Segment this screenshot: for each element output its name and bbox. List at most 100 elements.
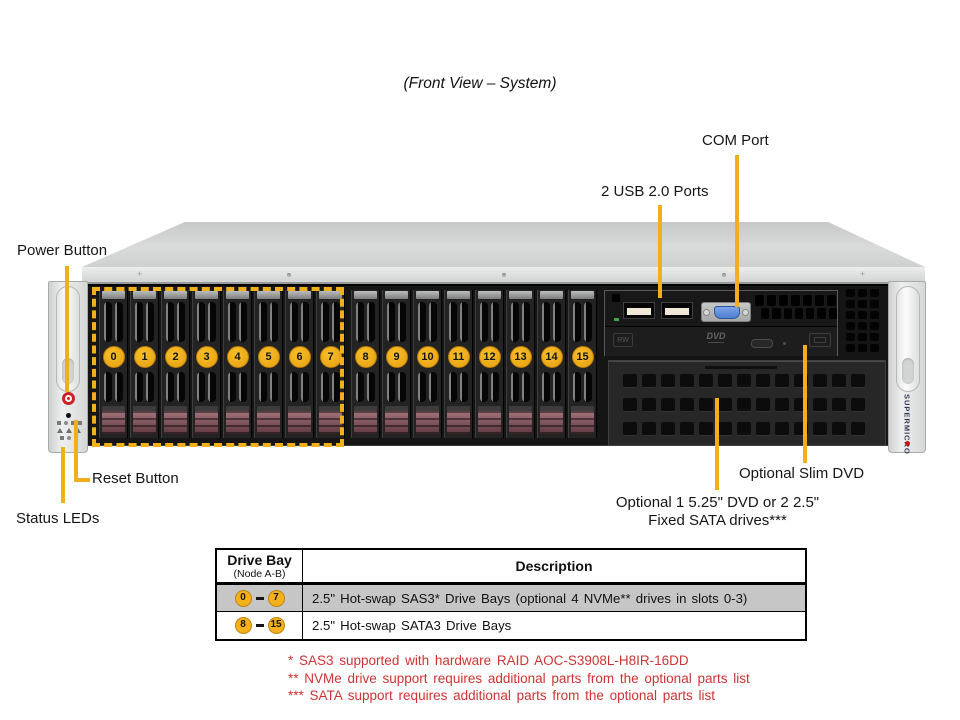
com-port <box>701 302 751 322</box>
brand-label: SUPERMICRO <box>889 394 925 455</box>
tray-clip <box>257 291 280 299</box>
drive-tray-0: 0 <box>99 290 128 438</box>
drive-number-badge: 2 <box>164 346 187 368</box>
tray-latch <box>354 406 377 434</box>
tray-latch <box>288 406 311 434</box>
tray-vents <box>255 300 282 344</box>
bay-badge: 8 <box>234 617 252 634</box>
tray-clip <box>509 291 532 299</box>
bay-range-cell: 8 15 <box>217 612 303 639</box>
header-description-text: Description <box>515 558 593 574</box>
drive-number-badge: 5 <box>257 346 280 368</box>
rw-badge: RW <box>613 333 633 347</box>
drive-tray-6: 6 <box>285 290 314 438</box>
tray-vents <box>383 300 410 344</box>
tray-vents <box>445 300 472 344</box>
drive-number-badge: 12 <box>478 346 501 368</box>
tray-vents <box>224 300 251 344</box>
tray-latch <box>447 406 470 434</box>
range-dash <box>255 624 264 627</box>
handle-grip <box>902 358 914 384</box>
drive-number-badge: 0 <box>102 346 125 368</box>
table-header-row: Drive Bay (Node A-B) Description <box>217 550 805 585</box>
tray-latch <box>133 406 156 434</box>
tray-clip <box>195 291 218 299</box>
tray-latch <box>571 406 594 434</box>
com-screw-icon <box>703 309 710 316</box>
label-status-leds: Status LEDs <box>16 510 100 527</box>
drive-tray-10: 10 <box>413 290 442 438</box>
drive-number-badge: 6 <box>288 346 311 368</box>
callout-line-slim-dvd <box>803 345 807 463</box>
tray-clip <box>102 291 125 299</box>
tray-vents <box>383 370 410 404</box>
screw-icon: + <box>137 269 143 279</box>
dvd-logo: DVD <box>701 331 731 343</box>
tray-vents <box>255 370 282 404</box>
drive-number-badge: 11 <box>447 346 470 368</box>
tray-vents <box>476 370 503 404</box>
tray-vents <box>286 300 313 344</box>
drive-number-badge: 15 <box>571 346 594 368</box>
bay-badge: 15 <box>267 617 285 634</box>
table-header-description: Description <box>303 550 805 582</box>
drive-number-badge: 4 <box>226 346 249 368</box>
tray-latch <box>416 406 439 434</box>
tray-vents <box>100 370 127 404</box>
drive-tray-4: 4 <box>223 290 252 438</box>
tray-latch <box>257 406 280 434</box>
front-ports-row <box>605 291 837 327</box>
com-screw-icon <box>742 309 749 316</box>
screw-icon <box>287 273 291 277</box>
callout-line-com <box>735 155 739 307</box>
table-row: 8 15 2.5" Hot-swap SATA3 Drive Bays <box>217 612 805 639</box>
footnotes: * SAS3 supported with hardware RAID AOC-… <box>288 652 750 705</box>
label-power-button: Power Button <box>17 242 108 259</box>
vent-honeycomb <box>755 295 837 323</box>
tray-vents <box>100 300 127 344</box>
drive-tray-3: 3 <box>192 290 221 438</box>
bay-description: 2.5" Hot-swap SATA3 Drive Bays <box>312 618 512 633</box>
drive-tray-14: 14 <box>537 290 566 438</box>
tray-vents <box>162 370 189 404</box>
tray-vents <box>569 370 596 404</box>
callout-line-reset-elbow <box>74 478 90 482</box>
footnote-sas3: * SAS3 supported with hardware RAID AOC-… <box>288 653 689 668</box>
label-usb-ports: 2 USB 2.0 Ports <box>601 183 709 200</box>
tray-vents <box>538 370 565 404</box>
tray-vents <box>193 370 220 404</box>
tray-clip <box>164 291 187 299</box>
tray-vents <box>445 370 472 404</box>
footnote-sata: *** SATA support requires additional par… <box>288 688 715 703</box>
callout-line-usb <box>658 205 662 298</box>
label-optional-bay: Optional 1 5.25" DVD or 2 2.5" Fixed SAT… <box>595 494 840 530</box>
drive-tray-8: 8 <box>351 290 380 438</box>
power-button <box>62 392 75 405</box>
drive-tray-2: 2 <box>161 290 190 438</box>
tray-vents <box>317 300 344 344</box>
tray-clip <box>540 291 563 299</box>
drive-number-badge: 8 <box>354 346 377 368</box>
tray-clip <box>416 291 439 299</box>
dvd-eject-button <box>751 339 773 348</box>
tray-clip <box>133 291 156 299</box>
panel-notch <box>612 294 620 302</box>
tray-vents <box>352 370 379 404</box>
tray-latch <box>319 406 342 434</box>
callout-line-status <box>61 447 65 503</box>
sas-bays-highlight-box <box>92 287 344 447</box>
tray-clip <box>571 291 594 299</box>
tray-latch <box>195 406 218 434</box>
drive-tray-13: 13 <box>506 290 535 438</box>
bay-badge: 7 <box>267 589 285 607</box>
chassis-top-lid <box>82 222 925 267</box>
bay-description: 2.5" Hot-swap SAS3* Drive Bays (optional… <box>312 590 748 606</box>
brand-text: SUPERMICRO <box>902 394 912 455</box>
figure-title: (Front View – System) <box>403 75 557 92</box>
tray-vents <box>162 300 189 344</box>
tray-vents <box>131 370 158 404</box>
panel-slot <box>705 366 777 369</box>
tray-vents <box>414 370 441 404</box>
dvd-led <box>783 342 786 345</box>
tray-vents <box>569 300 596 344</box>
